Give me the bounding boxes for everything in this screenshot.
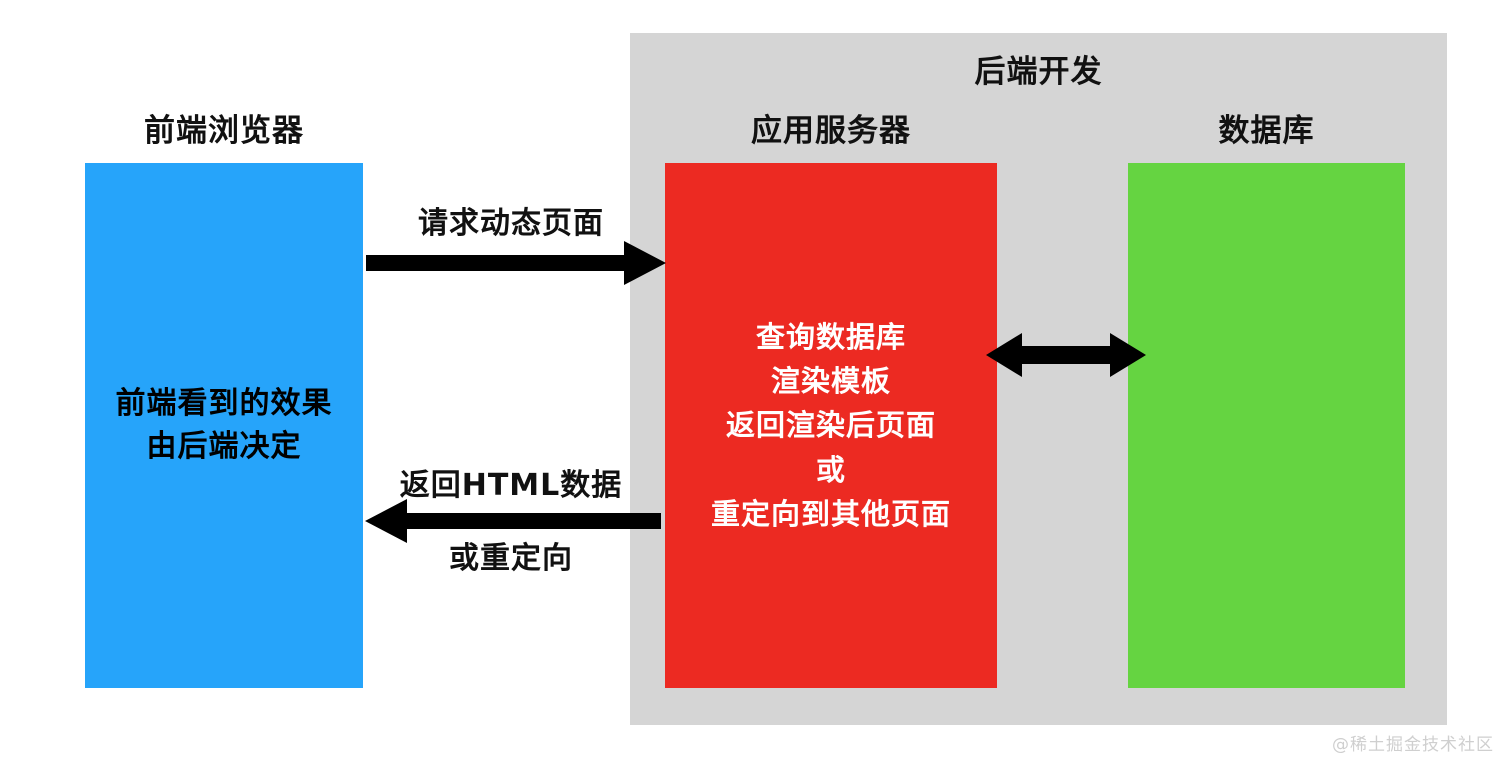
database-box-caption: 数据库	[1218, 113, 1315, 149]
frontend-browser-box: 前端看到的效果 由后端决定	[85, 163, 363, 688]
app-server-text-line-5: 重定向到其他页面	[710, 496, 951, 531]
frontend-box-caption: 前端浏览器	[144, 113, 304, 149]
response-arrow-label-bottom: 或重定向	[449, 541, 573, 576]
response-arrow-label-top: 返回HTML数据	[399, 468, 623, 503]
app-server-box-text: 查询数据库 渲染模板 返回渲染后页面 或 重定向到其他页面	[665, 163, 997, 688]
app-server-text-line-2: 渲染模板	[770, 364, 891, 399]
app-server-box-caption: 应用服务器	[751, 113, 911, 149]
app-server-text-line-3: 返回渲染后页面	[725, 408, 936, 443]
request-arrow-label: 请求动态页面	[418, 206, 604, 241]
app-server-text-line-1: 查询数据库	[755, 320, 906, 355]
app-server-box: 查询数据库 渲染模板 返回渲染后页面 或 重定向到其他页面	[665, 163, 997, 688]
app-server-text-line-4: 或	[815, 452, 846, 487]
frontend-box-text: 前端看到的效果 由后端决定	[85, 163, 363, 688]
frontend-text-line-2: 由后端决定	[146, 428, 302, 464]
backend-group-title: 后端开发	[974, 54, 1103, 90]
request-arrow-icon	[366, 241, 666, 285]
response-arrow-icon	[365, 499, 661, 543]
frontend-text-line-1: 前端看到的效果	[115, 385, 333, 421]
watermark-text: @稀土掘金技术社区	[1332, 735, 1494, 755]
database-bidirectional-arrow-icon	[986, 333, 1146, 377]
database-box	[1128, 163, 1405, 688]
